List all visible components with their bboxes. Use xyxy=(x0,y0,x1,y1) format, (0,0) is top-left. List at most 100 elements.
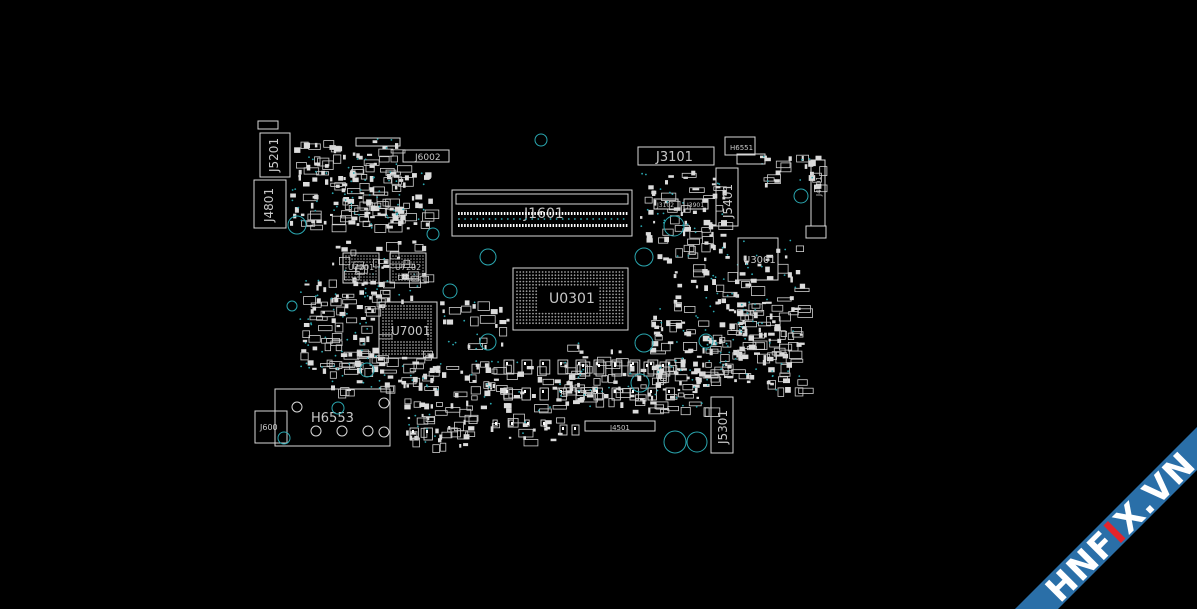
part-outline xyxy=(557,359,569,375)
holder-h6553[interactable]: H6553 xyxy=(274,388,391,447)
bga-ball xyxy=(404,261,406,263)
via xyxy=(691,378,694,381)
via xyxy=(754,309,757,311)
smd-pad xyxy=(472,380,477,383)
chip-u7001[interactable]: U7001 xyxy=(378,301,438,359)
smd-outline xyxy=(335,344,343,352)
pin xyxy=(522,224,524,227)
chip-u7201[interactable]: U7201 xyxy=(342,252,380,284)
smd-outline xyxy=(479,315,496,324)
holder-h6551[interactable]: H6551 xyxy=(724,136,756,156)
bga-ball xyxy=(391,347,393,349)
smd-pad xyxy=(764,183,768,188)
connector-j5401[interactable]: J5401 xyxy=(715,167,739,227)
connector-j4001[interactable]: J4001 xyxy=(810,159,826,227)
bga-ball xyxy=(525,280,528,283)
smd-outline xyxy=(424,386,440,391)
pin xyxy=(586,224,588,227)
part-outline xyxy=(540,419,546,427)
bga-ball xyxy=(410,261,412,263)
bga-ball xyxy=(554,277,557,280)
bga-ball xyxy=(522,299,525,302)
bga-ball xyxy=(385,329,387,331)
smd-pad xyxy=(333,201,339,206)
via xyxy=(376,288,378,290)
connector-j4501[interactable]: J4501 xyxy=(584,420,656,432)
connector-j3101[interactable]: J3101 xyxy=(637,146,715,166)
via xyxy=(801,158,803,161)
chip-u0301[interactable]: U0301 xyxy=(512,267,629,331)
smd-pad xyxy=(684,220,687,225)
via xyxy=(344,193,346,196)
connector-j4801[interactable]: J4801 xyxy=(253,179,287,229)
via xyxy=(409,289,412,292)
pin xyxy=(488,224,491,227)
smd-outline xyxy=(740,315,749,321)
smd-pad xyxy=(564,364,568,368)
smd-outline xyxy=(323,140,335,148)
via xyxy=(356,158,359,160)
smd-outline xyxy=(744,314,754,321)
connector-j5201[interactable]: J5201 xyxy=(259,132,291,178)
via xyxy=(710,277,713,280)
smd-pad xyxy=(303,182,310,187)
bga-ball xyxy=(532,309,534,312)
smd-outline xyxy=(701,243,711,253)
chip-u3001[interactable]: U3001 xyxy=(737,237,779,281)
connector-j6001[interactable]: J600 xyxy=(254,410,288,444)
via xyxy=(543,218,546,220)
bga-ball xyxy=(419,273,421,275)
bga-ball xyxy=(602,271,605,273)
bga-ball xyxy=(366,255,368,257)
bga-ball xyxy=(615,309,618,312)
via xyxy=(771,374,774,377)
smd-outline xyxy=(491,368,498,375)
smd-outline xyxy=(364,305,376,314)
smd-pad xyxy=(322,311,325,314)
smd-pad xyxy=(372,140,378,144)
smd-outline xyxy=(798,387,814,394)
bga-ball xyxy=(407,273,409,275)
bga-ball xyxy=(621,293,624,296)
bga-ball xyxy=(404,258,406,260)
bga-ball xyxy=(621,274,624,277)
smd-pad xyxy=(531,394,536,398)
bga-ball xyxy=(605,283,608,286)
via xyxy=(537,409,540,412)
smd-pad xyxy=(369,296,372,300)
smd-pad xyxy=(727,375,734,379)
smd-pad xyxy=(371,309,374,313)
smd-pad xyxy=(485,367,491,373)
smd-outline xyxy=(329,371,337,379)
part-pad xyxy=(614,362,616,365)
via xyxy=(417,425,419,428)
smd-pad xyxy=(356,305,363,310)
connector-j5301[interactable]: J5301 xyxy=(710,396,734,454)
smd-pad xyxy=(418,385,423,391)
smd-outline xyxy=(434,410,448,416)
bga-ball xyxy=(385,338,387,340)
bga-ball xyxy=(430,347,432,349)
via xyxy=(361,349,363,352)
via xyxy=(434,435,436,437)
bga-ball xyxy=(410,273,412,275)
smd-pad xyxy=(424,403,430,410)
chip-u7202[interactable]: U7202 xyxy=(389,252,427,284)
smd-pad xyxy=(427,417,430,421)
bga-ball xyxy=(615,303,618,305)
bga-ball xyxy=(522,322,525,325)
connector-j3901[interactable]: J3901 xyxy=(683,198,709,210)
bga-ball xyxy=(418,305,420,307)
smd-outline xyxy=(722,340,732,348)
part-outline xyxy=(595,361,607,377)
via xyxy=(463,319,466,322)
via xyxy=(336,205,338,208)
label-j4801: J4801 xyxy=(262,188,276,223)
bga-ball xyxy=(410,255,412,257)
connector-j1601[interactable]: J1601 xyxy=(451,189,633,237)
via xyxy=(300,365,302,368)
smd-outline xyxy=(513,413,525,424)
connector-j6002[interactable]: J6002 xyxy=(402,149,450,163)
connector-j3102[interactable]: J3102 xyxy=(653,198,679,210)
pin xyxy=(573,212,576,215)
